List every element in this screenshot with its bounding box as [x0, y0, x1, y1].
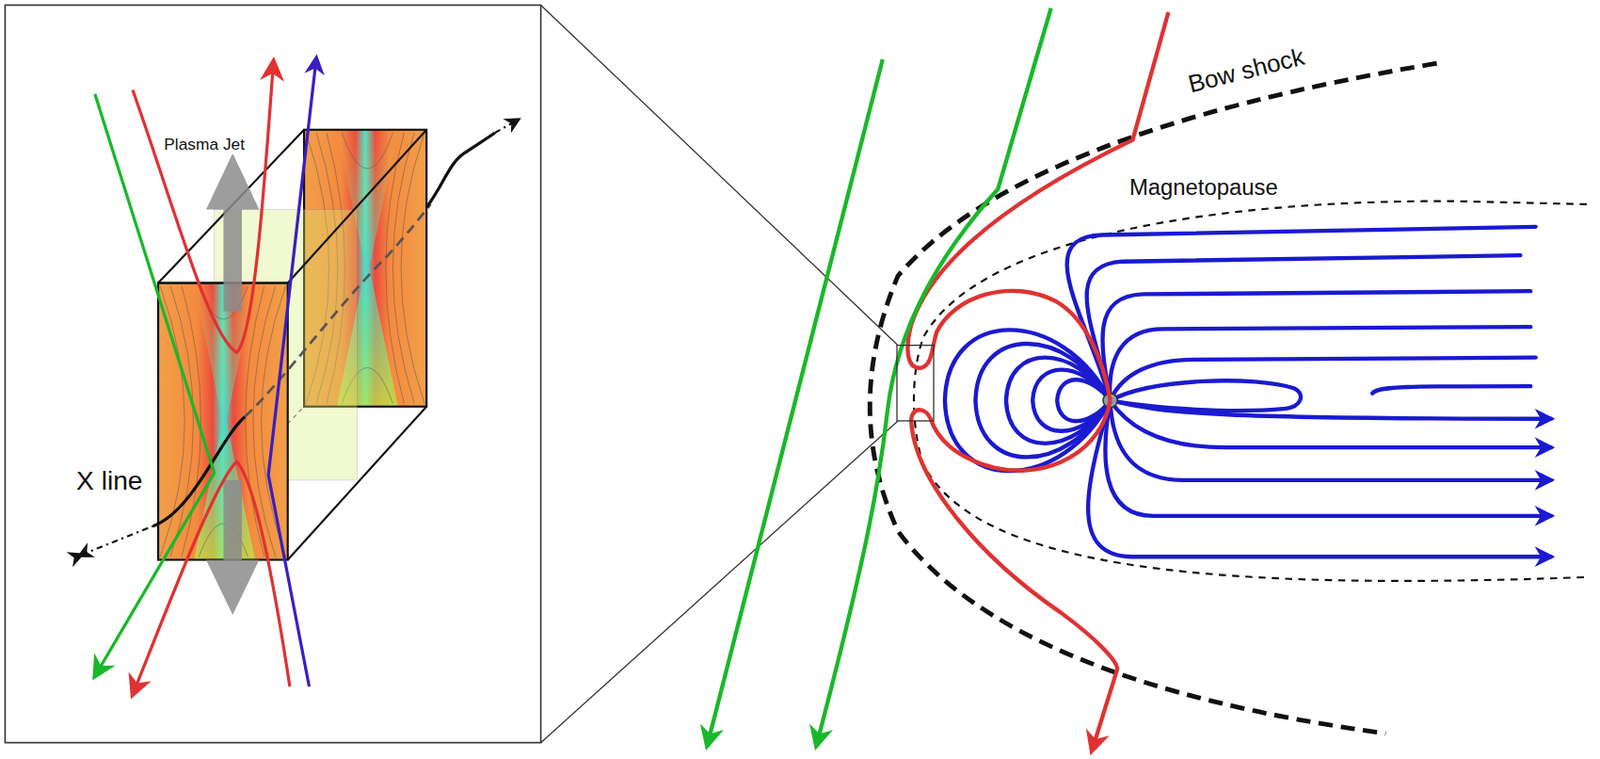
x-line-label: X line — [73, 464, 145, 496]
bow-shock-label: Bow shock — [1183, 42, 1311, 100]
magnetopause-label: Magnetopause — [1126, 174, 1281, 200]
jet-label: Plasma Jet — [160, 135, 248, 155]
